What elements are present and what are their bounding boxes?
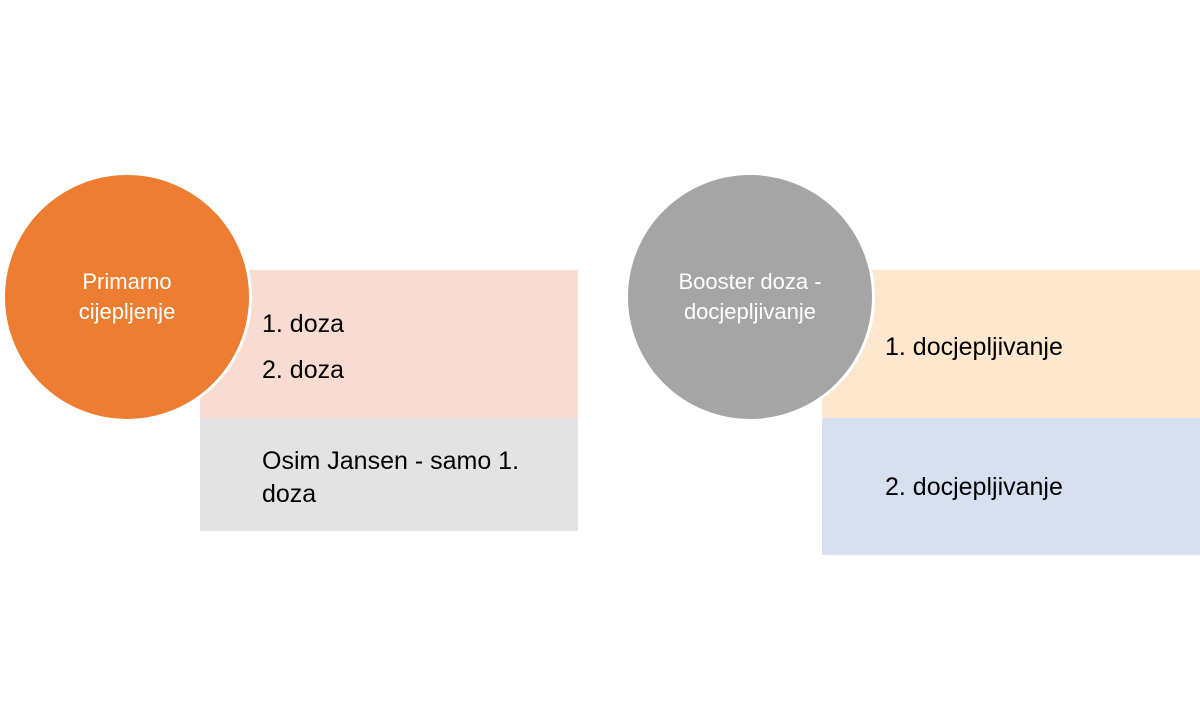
primary-circle-label-line1: Primarno: [82, 269, 172, 294]
primary-circle-label-line2: cijepljenje: [78, 299, 176, 324]
primary-dose-2-label: 2. doza: [262, 356, 345, 384]
booster-dose-2-box: [822, 418, 1200, 555]
booster-dose-1-label: 1. docjepljivanje: [885, 333, 1063, 361]
booster-dose-2-label: 2. docjepljivanje: [885, 473, 1063, 501]
primary-vaccination-circle: Primarno cijepljenje: [2, 172, 252, 422]
booster-circle-label-line2: docjepljivanje: [683, 299, 817, 324]
booster-dose-1-box: [822, 270, 1200, 418]
booster-circle: Booster doza - docjepljivanje: [625, 172, 875, 422]
primary-doses-box: [200, 270, 578, 418]
booster-circle-label-line1: Booster doza -: [678, 269, 822, 294]
primary-dose-1-label: 1. doza: [262, 310, 345, 338]
jansen-note-label: Osim Jansen - samo 1. doza: [262, 447, 520, 508]
jansen-note-box: [200, 418, 578, 531]
